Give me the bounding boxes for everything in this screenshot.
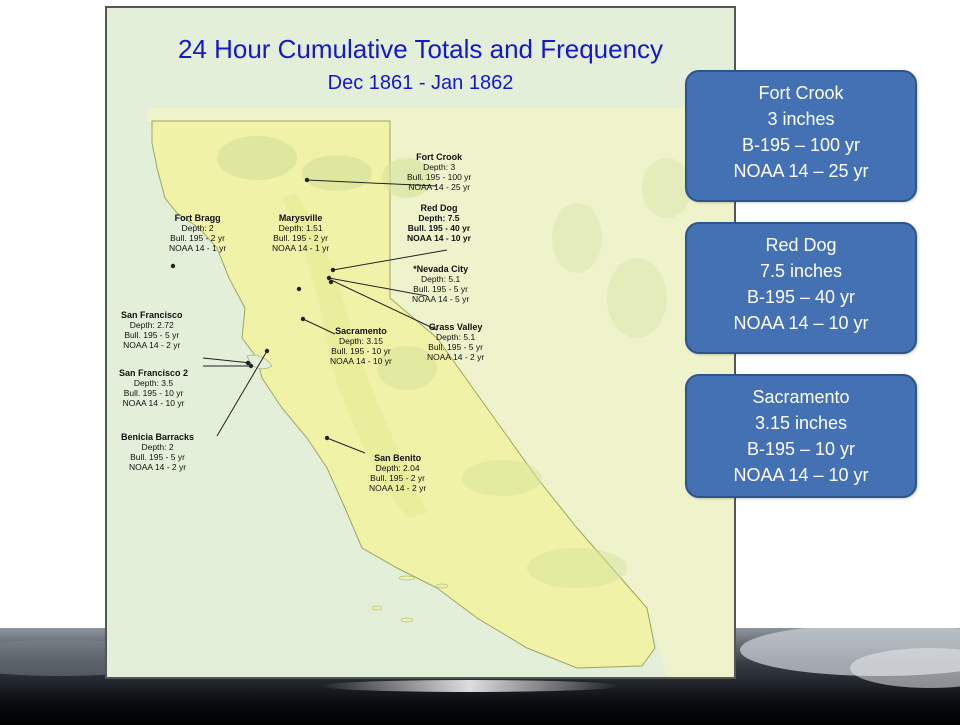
sacramento-marker [300,316,306,322]
station-label-san-benito: San Benito Depth: 2.04 Bull. 195 - 2 yr … [369,453,427,493]
summary-b195: B-195 – 10 yr [746,439,856,459]
station-label-sacramento: Sacramento Depth: 3.15 Bull. 195 - 10 yr… [330,326,392,366]
map-subtitle: Dec 1861 - Jan 1862 [327,72,514,94]
station-label-grass-valley: Grass Valley Depth: 5.1 Bull. 195 - 5 yr… [427,322,485,362]
station-label-fort-crook: Fort Crook Depth: 3 Bull. 195 - 100 yr N… [407,152,472,192]
san-benito-marker [324,435,330,441]
station-label-nevada-city: *Nevada City Depth: 5.1 Bull. 195 - 5 yr… [412,264,470,304]
station-label-red-dog: Red Dog Depth: 7.5 Bull. 195 - 40 yr NOA… [407,203,471,243]
sf-bay [246,354,273,370]
california-map [147,108,734,677]
summary-box-fort-crook: Fort Crook 3 inches B-195 – 100 yr NOAA … [685,70,917,202]
summary-noaa: NOAA 14 – 25 yr [733,161,869,181]
summary-box-sacramento: Sacramento 3.15 inches B-195 – 10 yr NOA… [685,374,917,498]
nevada-region [390,121,734,677]
california-land [151,120,656,669]
station-label-fort-bragg: Fort Bragg Depth: 2 Bull. 195 - 2 yr NOA… [169,213,227,253]
oregon-region [147,108,734,121]
san-francisco-marker [245,360,251,366]
summary-name: Fort Crook [758,83,844,103]
summary-depth: 3.15 inches [754,413,848,433]
benicia-barracks-marker [264,348,270,354]
map-title: 24 Hour Cumulative Totals and Frequency [177,34,664,64]
summary-name: Red Dog [765,235,837,255]
red-dog-marker [330,267,336,273]
summary-b195: B-195 – 40 yr [746,287,856,307]
san-francisco-2-marker [248,363,254,369]
summary-depth: 7.5 inches [759,261,843,281]
fort-bragg-marker [170,263,176,269]
station-label-marysville: Marysville Depth: 1.51 Bull. 195 - 2 yr … [272,213,330,253]
station-label-san-francisco-2: San Francisco 2 Depth: 3.5 Bull. 195 - 1… [119,368,189,408]
station-label-san-francisco: San Francisco Depth: 2.72 Bull. 195 - 5 … [121,310,183,350]
station-label-benicia-barracks: Benicia Barracks Depth: 2 Bull. 195 - 5 … [121,432,195,472]
summary-noaa: NOAA 14 – 10 yr [733,465,869,485]
summary-depth: 3 inches [767,109,835,129]
marysville-marker [296,286,302,292]
california-map-panel: 24 Hour Cumulative Totals and Frequency … [105,6,736,679]
nevada-city-marker [326,275,332,281]
central-valley [282,193,427,518]
fort-crook-marker [304,177,310,183]
grass-valley-marker [328,279,334,285]
summary-b195: B-195 – 100 yr [741,135,861,155]
summary-name: Sacramento [752,387,850,407]
summary-noaa: NOAA 14 – 10 yr [733,313,869,333]
summary-box-red-dog: Red Dog 7.5 inches B-195 – 40 yr NOAA 14… [685,222,917,354]
